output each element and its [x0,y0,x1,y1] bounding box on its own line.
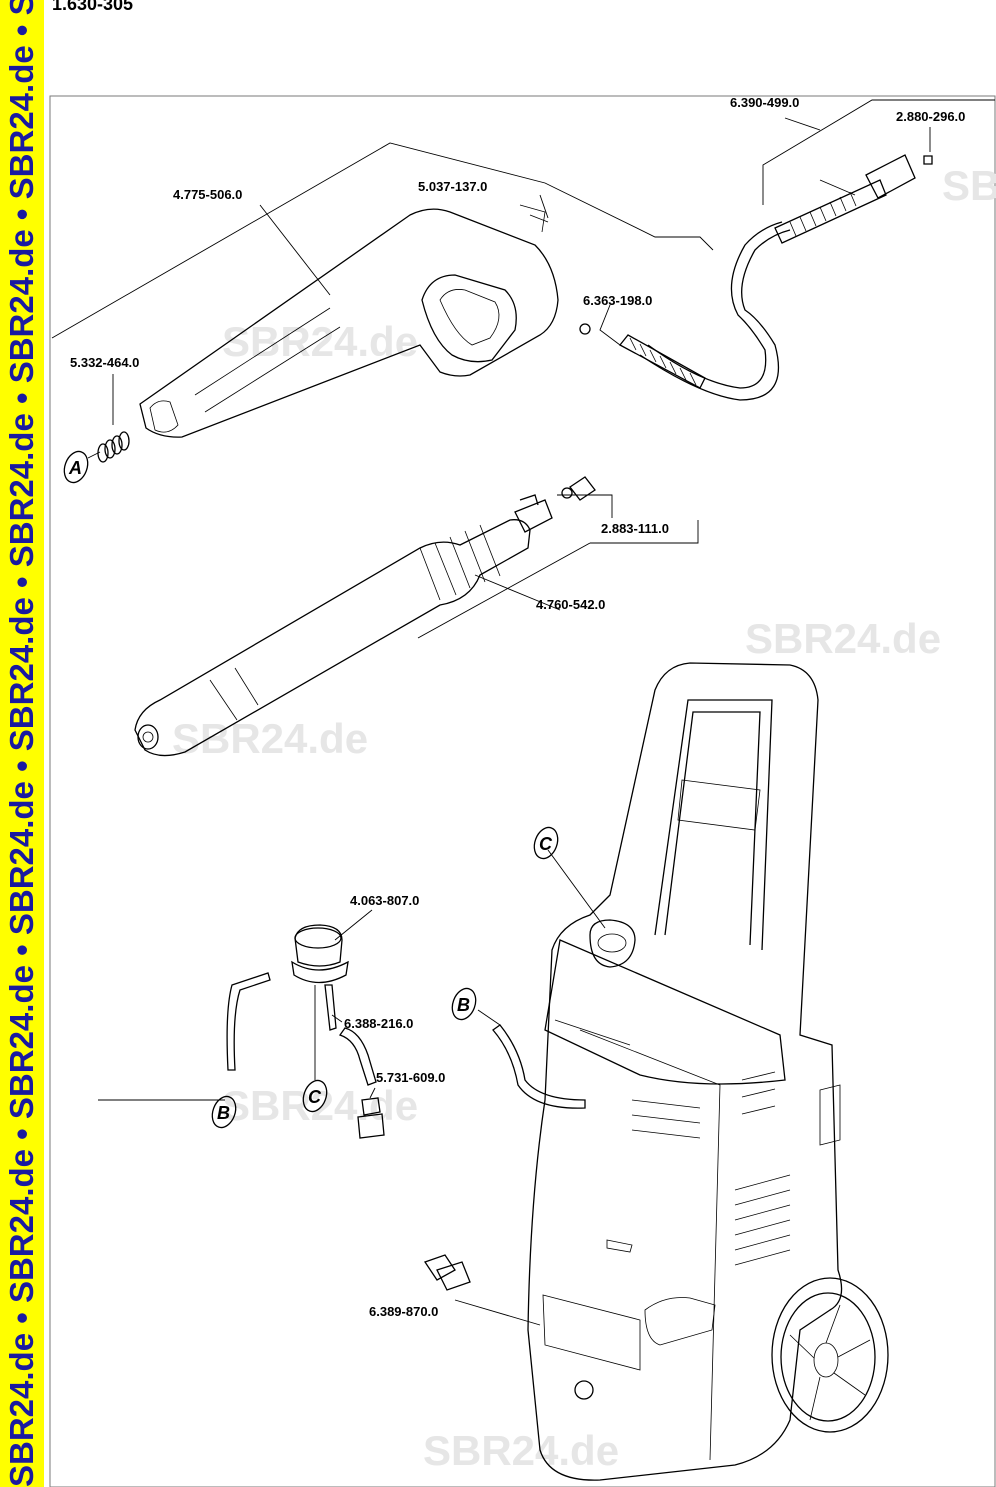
leader-lines [51,99,995,1326]
part-label-o-ring: 6.363-198.0 [583,293,652,308]
part-label-inlet-fitting: 6.389-870.0 [369,1304,438,1319]
diagram-frame [49,95,996,1487]
part-label-detergent-cap: 4.063-807.0 [350,893,419,908]
part-label-filter: 5.731-609.0 [376,1070,445,1085]
callout-b-right: B [451,987,477,1021]
callout-b-right-label: B [457,995,470,1015]
detergent-cap-assembly [226,924,586,1139]
callout-c-right-label: C [539,834,553,854]
part-label-hose-seal: 2.880-296.0 [896,109,965,124]
callout-c-left: C [302,1079,328,1113]
callout-a-label: A [68,458,82,478]
part-label-nozzle-kit: 2.883-111.0 [601,521,669,536]
watermark-1: SBR24.de [222,318,418,365]
machine-wheel [771,1277,889,1433]
high-pressure-hose [579,154,933,401]
part-label-gun-handle: 4.775-506.0 [173,187,242,202]
spray-lance [134,476,596,757]
part-label-detergent-hose: 6.388-216.0 [344,1016,413,1031]
part-label-clip: 5.037-137.0 [418,179,487,194]
watermark-3: SBR24.de [172,715,368,762]
callout-c-left-label: C [308,1087,322,1107]
callout-a: A [63,450,89,484]
watermark-4: SBR24.de [222,1082,418,1129]
part-label-lance: 4.760-542.0 [536,597,605,612]
watermark-2: SBR24.de [745,615,941,662]
spring-part [97,431,130,463]
part-label-spring: 5.332-464.0 [70,355,139,370]
callout-b-left-label: B [217,1103,230,1123]
sidebar-watermark-strip: SBR24.de • SBR24.de • SBR24.de • SBR24.d… [0,0,44,1487]
watermark-6: SB [942,162,996,209]
spray-gun-handle [139,204,559,438]
document-number: 1.630-305 [52,0,134,14]
pressure-washer-body [527,662,843,1481]
callout-b-left: B [211,1095,237,1129]
callout-c-right: C [533,826,559,860]
watermark-5: SBR24.de [423,1427,619,1474]
part-label-hose: 6.390-499.0 [730,95,799,110]
inlet-fitting [423,1254,471,1291]
